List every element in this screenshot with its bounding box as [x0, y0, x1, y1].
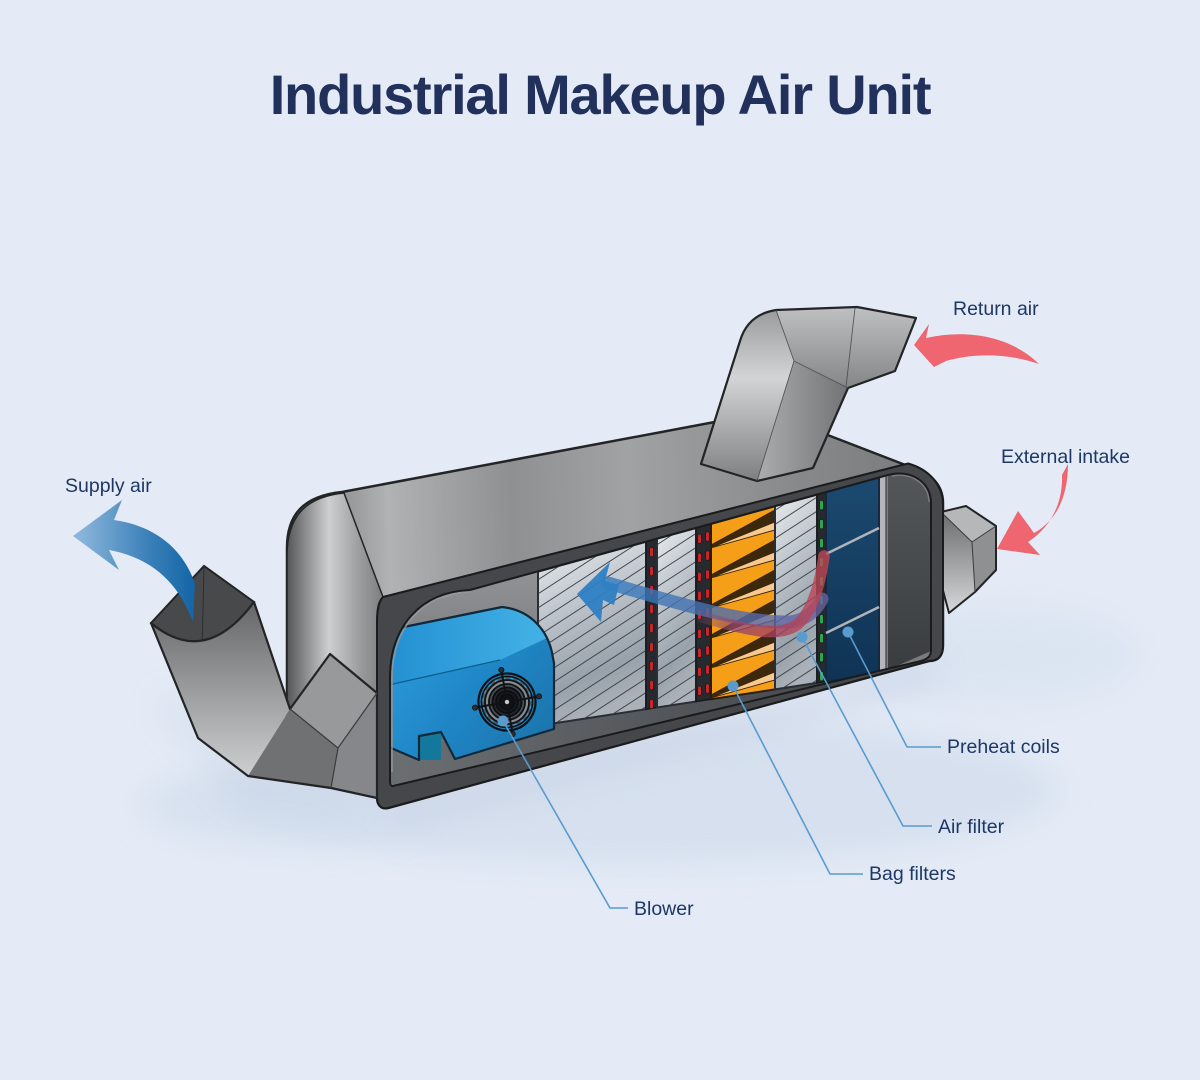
svg-text:Return air: Return air	[953, 298, 1039, 320]
svg-text:Bag filters: Bag filters	[869, 863, 956, 885]
svg-text:Air filter: Air filter	[938, 816, 1005, 838]
svg-text:External intake: External intake	[1001, 446, 1130, 468]
svg-text:Preheat coils: Preheat coils	[947, 736, 1060, 758]
svg-text:Industrial Makeup Air Unit: Industrial Makeup Air Unit	[270, 63, 931, 126]
svg-text:Blower: Blower	[634, 898, 694, 920]
svg-text:Supply air: Supply air	[65, 475, 152, 497]
